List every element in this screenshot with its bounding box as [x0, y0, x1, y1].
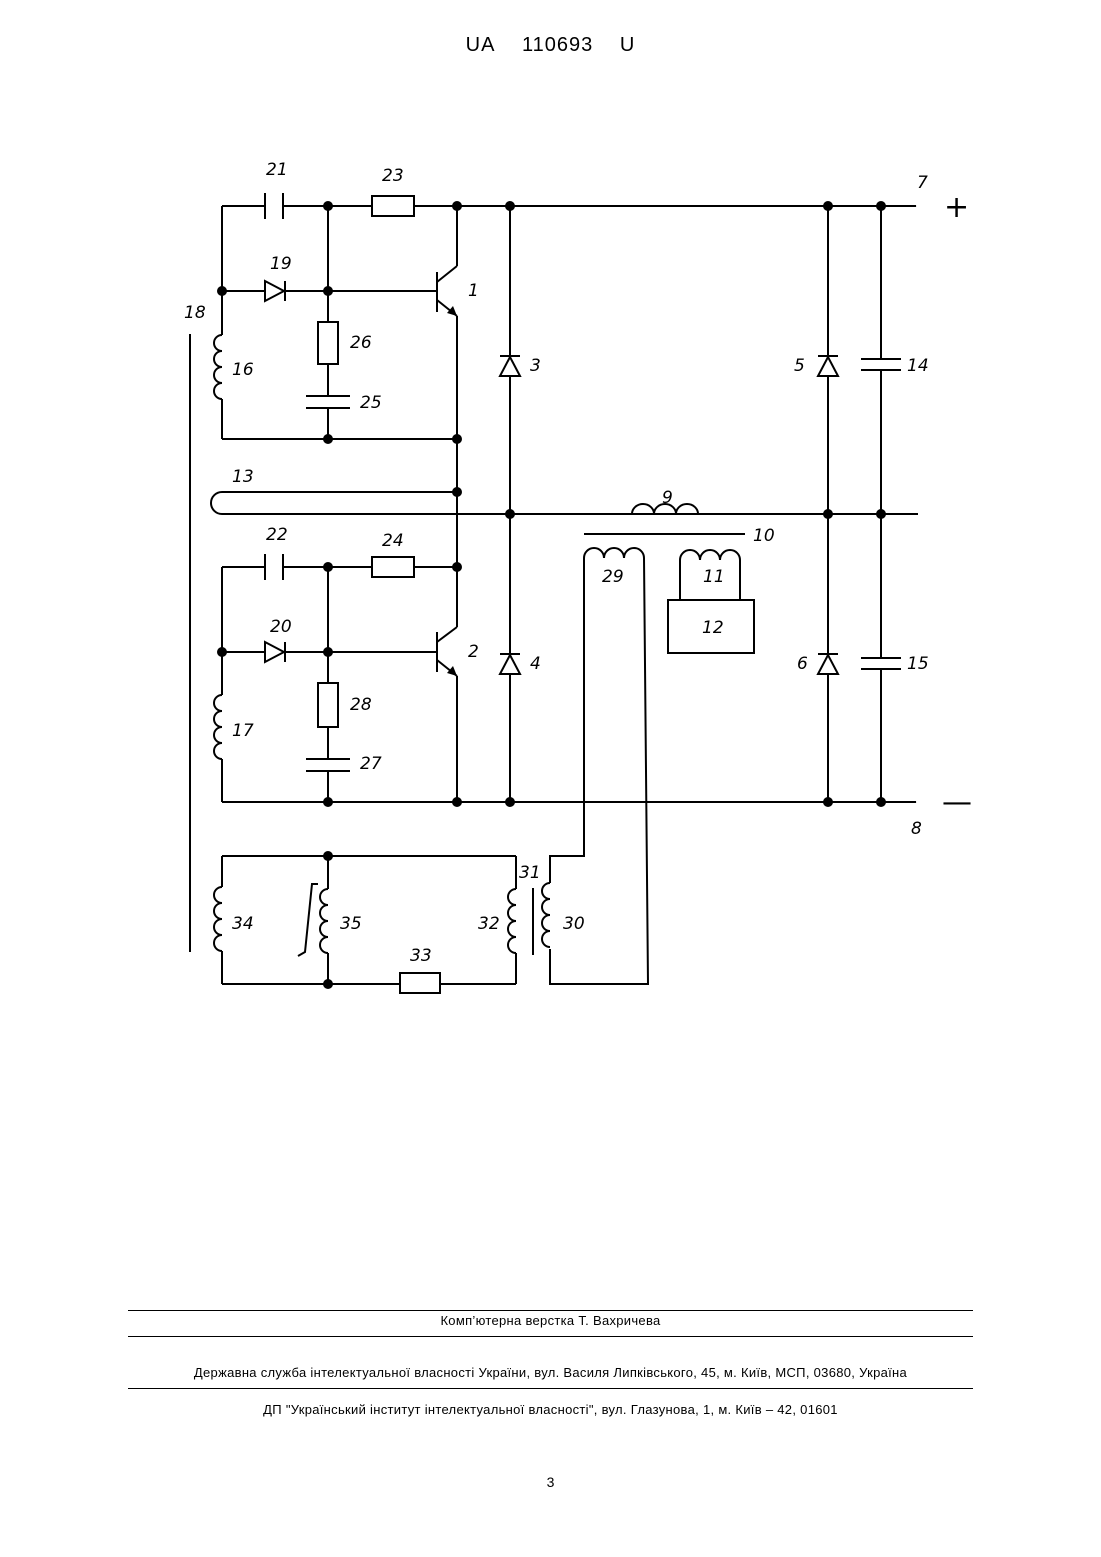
diode-4	[500, 655, 520, 674]
inductor-16	[214, 335, 222, 399]
label-11: 11	[703, 567, 725, 587]
inductor-34	[214, 887, 222, 951]
minus-sign: —	[942, 785, 972, 820]
label-17: 17	[232, 721, 254, 741]
label-28: 28	[350, 695, 372, 715]
label-27: 27	[360, 754, 382, 774]
label-19: 19	[270, 254, 292, 274]
label-8: 8	[911, 819, 922, 839]
inductor-30	[542, 883, 550, 947]
diode-5	[818, 357, 838, 376]
footer-rule-top	[128, 1310, 973, 1311]
label-21: 21	[266, 160, 288, 180]
diode-19	[265, 281, 284, 301]
label-24: 24	[382, 531, 404, 551]
resistor-28	[318, 683, 338, 727]
label-13: 13	[232, 467, 254, 487]
label-1: 1	[468, 281, 479, 301]
footer-rule-bottom	[128, 1388, 973, 1389]
plus-sign: +	[944, 190, 969, 225]
label-34: 34	[232, 914, 254, 934]
label-20: 20	[270, 617, 292, 637]
label-26: 26	[350, 333, 372, 353]
label-7: 7	[917, 173, 928, 193]
label-2: 2	[468, 642, 479, 662]
circuit-schematic: 1 2 3 4 5 6 7 8 9 10 11 12 13 14 15 16 1…	[0, 0, 1101, 1060]
inductor-35	[320, 889, 328, 953]
footer-rule-middle	[128, 1336, 973, 1337]
label-35: 35	[340, 914, 362, 934]
footer-institute-address: ДП "Український інститут інтелектуальної…	[0, 1402, 1101, 1417]
diode-6	[818, 655, 838, 674]
label-25: 25	[360, 393, 382, 413]
label-29: 29	[602, 567, 624, 587]
inductor-17	[214, 695, 222, 759]
diode-20	[265, 642, 284, 662]
label-22: 22	[266, 525, 288, 545]
resistor-23	[372, 196, 414, 216]
inductor-32	[508, 889, 516, 953]
label-4: 4	[530, 654, 541, 674]
label-15: 15	[907, 654, 929, 674]
label-16: 16	[232, 360, 254, 380]
label-30: 30	[563, 914, 585, 934]
winding-13	[211, 492, 918, 514]
label-5: 5	[794, 356, 805, 376]
label-6: 6	[797, 654, 808, 674]
label-14: 14	[907, 356, 929, 376]
resistor-26	[318, 322, 338, 364]
label-3: 3	[530, 356, 541, 376]
label-18: 18	[184, 303, 206, 323]
label-33: 33	[410, 946, 432, 966]
terminal-8	[916, 798, 924, 806]
terminal-7	[916, 202, 924, 210]
label-32: 32	[478, 914, 500, 934]
label-23: 23	[382, 166, 404, 186]
label-12: 12	[702, 618, 724, 638]
page-number: 3	[0, 1474, 1101, 1490]
resistor-33	[400, 973, 440, 993]
label-31: 31	[519, 863, 541, 883]
junction-dots	[217, 201, 886, 989]
label-10: 10	[753, 526, 775, 546]
footer-service-address: Державна служба інтелектуальної власност…	[0, 1365, 1101, 1380]
resistor-24	[372, 557, 414, 577]
diode-3	[500, 357, 520, 376]
label-9: 9	[662, 488, 673, 508]
footer-layout-credit: Комп’ютерна верстка Т. Вахричева	[0, 1313, 1101, 1328]
variable-arrow-35	[298, 884, 318, 956]
